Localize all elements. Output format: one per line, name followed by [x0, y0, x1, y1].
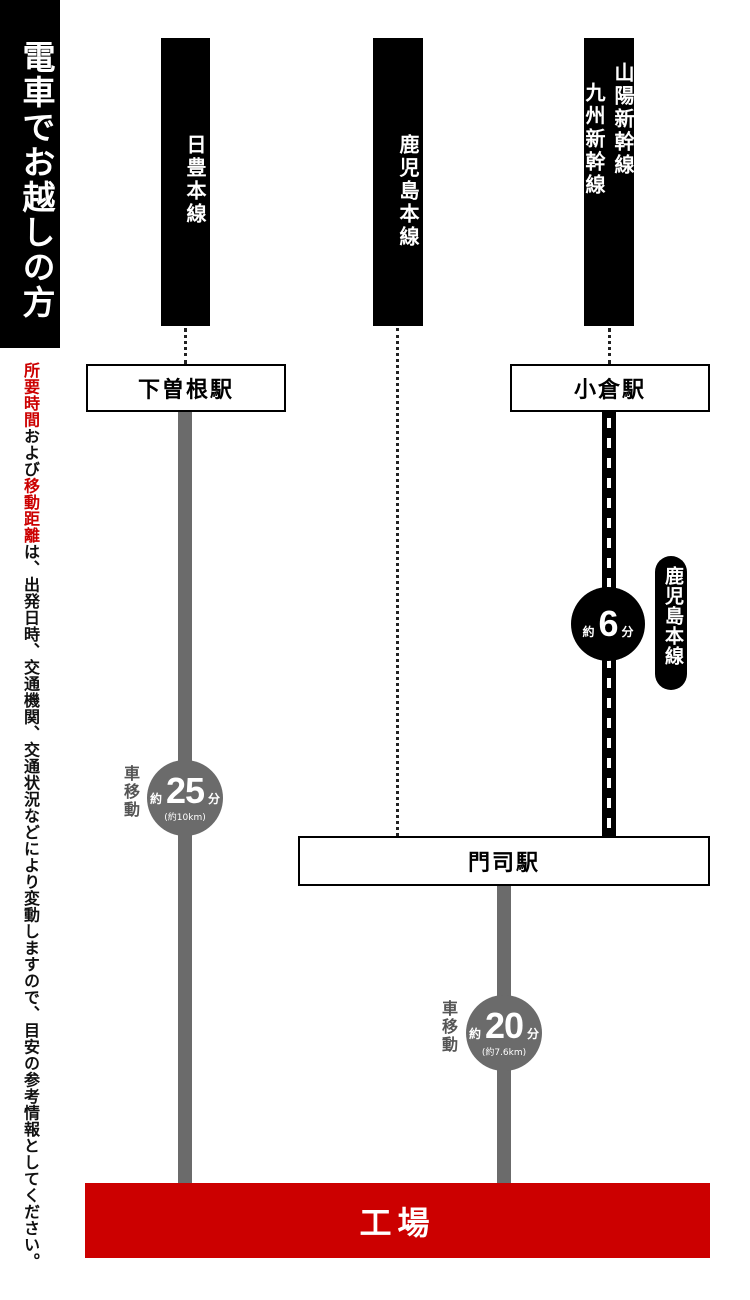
note-text: 所要時間および移動距離は、出発日時、交通機関、交通状況などにより変動しますので、…	[20, 362, 40, 1270]
line-bar-nippo: 日豊本線	[161, 38, 210, 326]
note-distance: 移動距離	[21, 477, 40, 544]
time-badge-moji-factory: 約 20 分 (約7.6km)	[466, 995, 542, 1071]
line-bar-kagoshima: 鹿児島本線	[373, 38, 423, 326]
station-kokura: 小倉駅	[510, 364, 710, 412]
line-bar-shinkansen: 山陽新幹線 九州新幹線	[582, 38, 635, 326]
time-badge-kokura-moji: 約 6 分	[571, 587, 645, 661]
station-label-kokura: 小倉駅	[573, 378, 646, 403]
time-value: 20	[484, 1005, 524, 1046]
time-value: 6	[598, 603, 618, 644]
time-prefix: 約	[582, 625, 595, 639]
page-title: 電車でお越しの方	[17, 40, 56, 320]
connector-shinkansen	[608, 328, 611, 364]
time-unit: 分	[527, 1027, 540, 1041]
distance-label: (約7.6km)	[481, 1048, 527, 1058]
time-unit: 分	[621, 625, 634, 639]
line-pill-kagoshima: 鹿児島本線	[655, 556, 687, 690]
line-label-nippo: 日豊本線	[183, 134, 207, 226]
time-unit: 分	[208, 792, 221, 806]
note-required-time: 所要時間	[21, 362, 40, 428]
station-label-moji: 門司駅	[467, 851, 540, 876]
title-bar: 電車でお越しの方	[0, 0, 60, 348]
line-label-kagoshima: 鹿児島本線	[396, 134, 420, 249]
time-badge-shimosone-factory: 約 25 分 (約10km)	[147, 760, 223, 836]
station-shimosone: 下曽根駅	[86, 364, 286, 412]
note-and: および	[21, 428, 40, 478]
mode-label-car-2: 車移動	[439, 1000, 458, 1054]
destination-factory: 工場	[85, 1183, 710, 1258]
line-label-sanyo-shinkansen: 山陽新幹線	[611, 62, 635, 177]
time-value: 25	[165, 770, 205, 811]
line-pill-label: 鹿児島本線	[662, 566, 684, 666]
line-label-kyushu-shinkansen: 九州新幹線	[582, 82, 606, 197]
time-prefix: 約	[149, 792, 162, 806]
mode-label-car-1: 車移動	[121, 765, 140, 819]
destination-label: 工場	[359, 1203, 436, 1242]
note-rest: は、出発日時、交通機関、交通状況などにより変動しますので、目安の参考情報としてく…	[21, 543, 40, 1270]
distance-label: (約10km)	[164, 813, 206, 823]
time-prefix: 約	[468, 1027, 481, 1041]
connector-nippo	[184, 328, 187, 364]
station-label-shimosone: 下曽根駅	[137, 378, 234, 403]
connector-kagoshima	[396, 328, 399, 836]
station-moji: 門司駅	[298, 836, 710, 886]
